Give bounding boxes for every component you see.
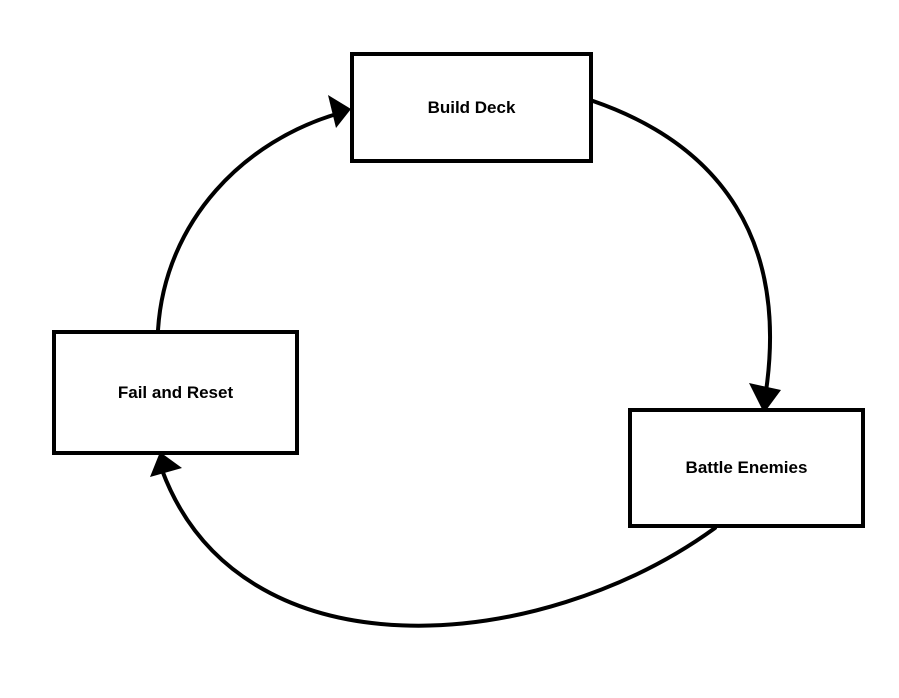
node-battle-enemies: Battle Enemies [628,408,865,528]
edge-build-deck-to-battle-enemies [591,99,773,400]
node-fail-and-reset: Fail and Reset [52,330,299,455]
arrowhead-to-build-deck [328,95,351,128]
arrowhead-to-battle-enemies [749,383,781,413]
arrowhead-to-fail-and-reset [150,452,182,477]
node-build-deck: Build Deck [350,52,593,163]
node-label-fail-and-reset: Fail and Reset [117,382,234,402]
node-label-battle-enemies: Battle Enemies [685,458,808,477]
edge-fail-and-reset-to-build-deck [156,111,342,332]
edge-battle-enemies-to-fail-and-reset [160,468,717,628]
node-label-build-deck: Build Deck [427,97,516,117]
